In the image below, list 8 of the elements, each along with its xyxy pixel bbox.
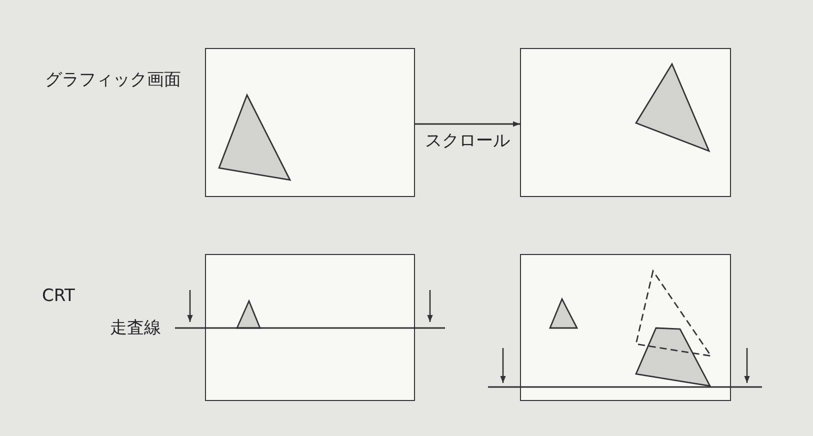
arrow [415,121,520,127]
screen-frame [205,254,415,401]
row-label: CRT [42,286,75,306]
edge-label: スクロール [425,131,510,151]
screen-frame [205,48,415,197]
row-label: グラフィック画面 [45,70,181,90]
screen-frame [520,48,731,197]
scan-line-label: 走査線 [110,318,161,338]
